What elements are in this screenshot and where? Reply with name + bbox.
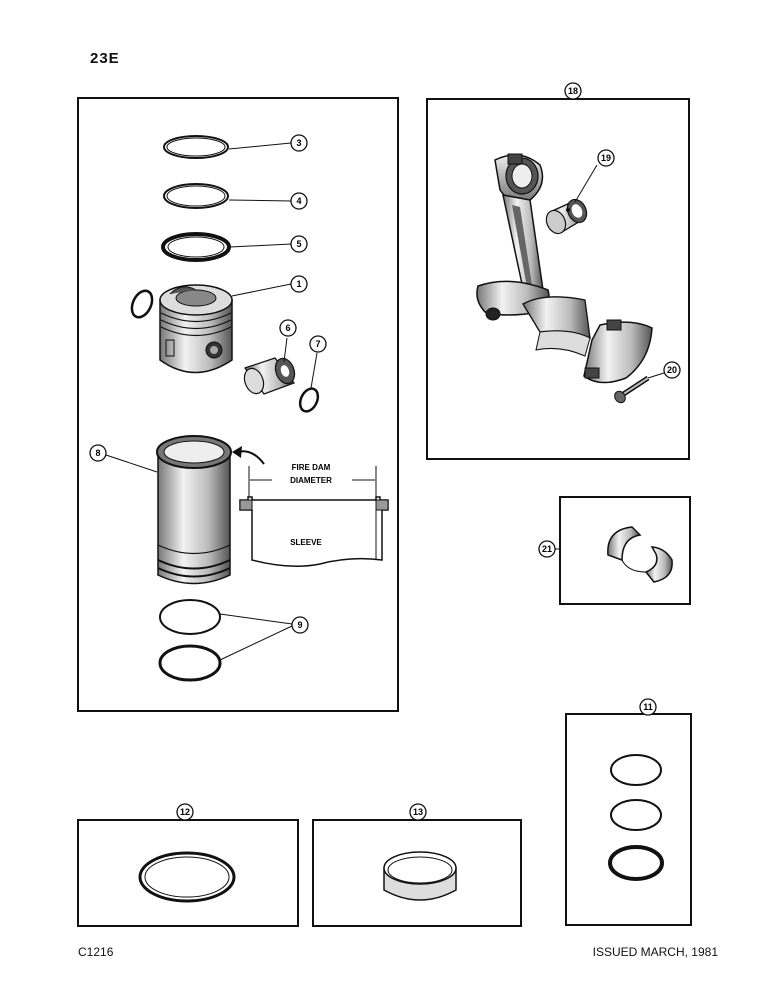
callout-19: 19 [597, 149, 615, 167]
rod-bearing-shells [522, 296, 591, 357]
sleeve-o-ring-upper [159, 599, 221, 635]
callout-8: 8 [89, 444, 107, 462]
piston-oil-ring [161, 232, 231, 262]
ring-set-top [610, 754, 662, 786]
figure-code: C1216 [78, 945, 114, 959]
callout-6: 6 [279, 319, 297, 337]
svg-text:12: 12 [180, 807, 190, 817]
svg-text:1: 1 [296, 279, 301, 289]
svg-text:4: 4 [296, 196, 301, 206]
piston-ring-top [163, 135, 229, 159]
svg-text:6: 6 [285, 323, 290, 333]
svg-text:19: 19 [601, 153, 611, 163]
piston-pin-bushing [545, 198, 588, 235]
bearing-panel [559, 496, 691, 605]
svg-text:20: 20 [667, 365, 677, 375]
snap-ring-left [130, 289, 154, 319]
svg-text:9: 9 [297, 620, 302, 630]
svg-text:7: 7 [315, 339, 320, 349]
ring-set-bottom [608, 845, 664, 881]
svg-text:18: 18 [568, 86, 578, 96]
callout-20: 20 [663, 361, 681, 379]
sleeve-label: SLEEVE [290, 538, 322, 547]
callout-3: 3 [290, 134, 308, 152]
bearing-shell-pair [607, 526, 673, 583]
ring-set-middle [610, 799, 662, 831]
callout-18: 18 [564, 82, 582, 100]
svg-text:8: 8 [95, 448, 100, 458]
svg-text:21: 21 [542, 544, 552, 554]
fire-dam-detail [239, 466, 389, 567]
callout-5: 5 [290, 235, 308, 253]
issue-date: ISSUED MARCH, 1981 [592, 945, 718, 959]
connecting-rod-panel [426, 98, 690, 460]
piston-ring-second [163, 183, 229, 209]
piston [159, 284, 233, 374]
cylinder-sleeve [156, 435, 232, 585]
svg-text:13: 13 [413, 807, 423, 817]
diameter-label-text: DIAMETER [290, 476, 332, 485]
fire-dam-label: FIRE DAM [292, 463, 331, 472]
page-number: 23E [90, 50, 120, 67]
snap-ring-right [298, 387, 320, 413]
svg-text:3: 3 [296, 138, 301, 148]
svg-text:5: 5 [296, 239, 301, 249]
fire-dam-spacer [383, 851, 457, 901]
callout-13: 13 [409, 803, 427, 821]
single-ring [138, 851, 236, 903]
svg-text:11: 11 [643, 702, 653, 712]
single-ring-panel [77, 819, 299, 927]
connecting-rod [476, 153, 550, 321]
callout-1: 1 [290, 275, 308, 293]
callout-4: 4 [290, 192, 308, 210]
piston-kit-panel [77, 97, 399, 712]
callout-11: 11 [639, 698, 657, 716]
ring-set-panel [565, 713, 692, 926]
connecting-rod-bolt [614, 375, 650, 404]
sleeve-o-ring-lower [158, 644, 222, 682]
callout-12: 12 [176, 803, 194, 821]
callout-21: 21 [538, 540, 556, 558]
callout-7: 7 [309, 335, 327, 353]
connecting-rod-cap [583, 319, 653, 384]
callout-9: 9 [291, 616, 309, 634]
piston-pin [243, 357, 296, 395]
